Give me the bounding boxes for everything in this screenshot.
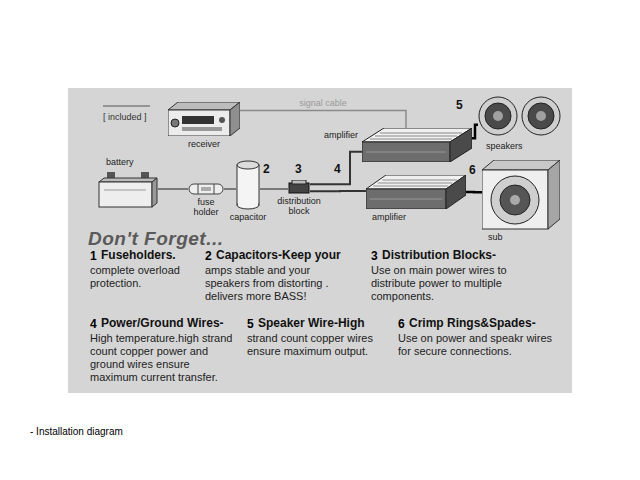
receiver-picture: [168, 102, 240, 136]
component-node: speakers: [478, 94, 562, 138]
part-label: distribution block: [272, 196, 326, 217]
amp-picture: [366, 175, 466, 209]
item-heading: Power/Ground Wires-: [101, 317, 224, 331]
fuse-picture: [188, 183, 224, 195]
part-label: amplifier: [372, 212, 452, 222]
part-label: amplifier: [304, 130, 358, 140]
item-heading: Distribution Blocks-: [382, 249, 496, 263]
wire-connector: [260, 188, 288, 190]
wire-connector: [466, 191, 482, 194]
wire-connector: [158, 188, 188, 190]
wire-connector: [224, 188, 236, 190]
part-label: fuse holder: [188, 197, 224, 218]
amp-picture: [362, 128, 472, 162]
receiver-picture: [168, 102, 240, 136]
item-heading: Crimp Rings&Spades-: [409, 317, 536, 331]
part-label: sub: [488, 232, 548, 242]
speakers-picture: [478, 94, 562, 138]
item-number: 1: [90, 250, 97, 264]
wire-connector: [240, 111, 406, 129]
item-number: 5: [247, 318, 254, 332]
callout-number: 4: [334, 163, 341, 177]
wire-connector: [472, 125, 478, 138]
amp-picture: [366, 175, 466, 209]
item-body: Use on main power wires to distribute po…: [371, 264, 531, 303]
item-heading: Fuseholders.: [101, 249, 176, 263]
included-rule: [103, 106, 150, 107]
item-body: complete overload protection.: [90, 264, 200, 290]
sub-picture: [482, 160, 560, 230]
capacitor-picture: [236, 160, 260, 210]
component-node: capacitor: [236, 160, 260, 210]
item-body: strand count copper wires ensure maximum…: [247, 332, 392, 358]
item-number: 3: [371, 250, 378, 264]
item-number: 6: [398, 318, 405, 332]
dist-picture: [288, 180, 310, 194]
component-node: distribution block: [288, 180, 310, 194]
component-node: fuse holder: [188, 183, 224, 195]
callout-number: 6: [469, 164, 476, 178]
part-label: battery: [106, 157, 158, 167]
item-number: 4: [90, 318, 97, 332]
item-heading: Capacitors-Keep your: [216, 249, 341, 263]
component-node: battery: [98, 170, 158, 208]
part-label: speakers: [486, 141, 562, 151]
component-node: amplifier: [366, 175, 466, 209]
callout-number: 2: [263, 163, 270, 177]
caption: - Installation diagram: [30, 426, 123, 438]
sub-picture: [482, 160, 560, 230]
item-heading: Speaker Wire-High: [258, 317, 365, 331]
dist-picture: [288, 180, 310, 194]
fuse-picture: [188, 183, 224, 195]
battery-picture: [98, 170, 158, 208]
speakers-picture: [478, 94, 562, 138]
part-label: capacitor: [224, 212, 272, 222]
wire-connector: [310, 190, 366, 192]
wire-connector: [310, 152, 362, 184]
amp-picture: [362, 128, 472, 162]
callout-number: 5: [456, 99, 463, 113]
component-node: receiver: [168, 102, 240, 136]
part-label: receiver: [168, 139, 240, 149]
item-body: amps stable and your speakers from disto…: [205, 264, 355, 303]
item-body: High temperature.high strand count coppe…: [90, 332, 240, 384]
item-body: Use on power and speakr wires for secure…: [398, 332, 563, 358]
capacitor-picture: [236, 160, 260, 210]
wire-label: signal cable: [299, 98, 347, 108]
callout-number: 3: [295, 163, 302, 177]
item-number: 2: [205, 250, 212, 264]
component-node: sub: [482, 160, 560, 230]
component-node: amplifier: [362, 128, 472, 162]
battery-picture: [98, 170, 158, 208]
section-heading: Don't Forget...: [88, 228, 224, 250]
note: [ included ]: [103, 112, 147, 122]
